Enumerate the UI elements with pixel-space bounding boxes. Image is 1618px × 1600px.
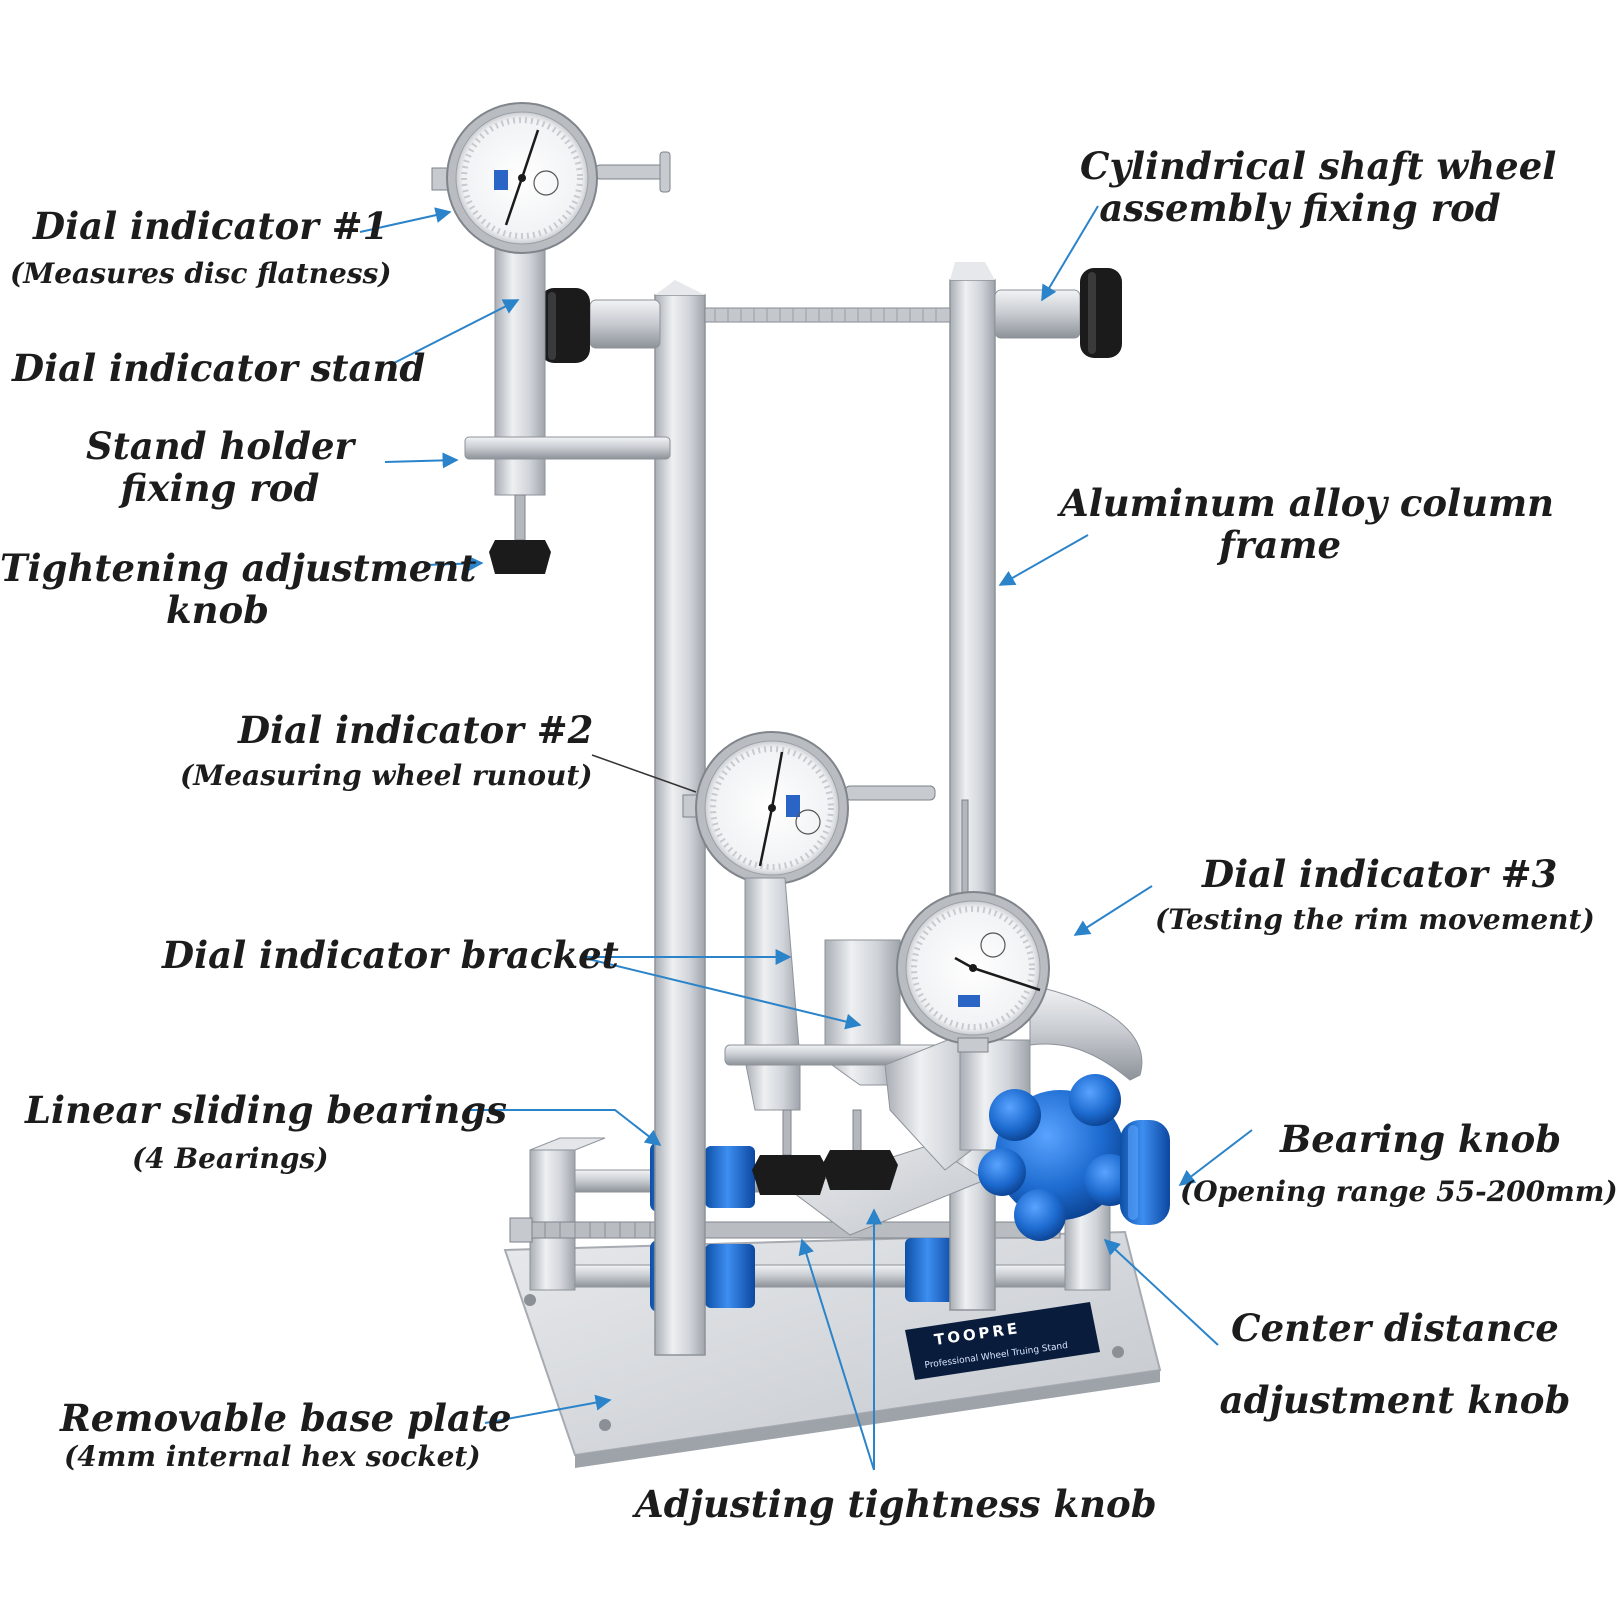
- linear-bearing: [705, 1244, 755, 1308]
- base-screw-hole: [1112, 1346, 1124, 1358]
- shaft-fixing-knob: [1080, 268, 1122, 358]
- shaft-fixing-sleeve: [994, 289, 1081, 339]
- label-center-knob-2: adjustment knob: [1219, 1378, 1571, 1422]
- label-shaft-rod-2: assembly fixing rod: [1099, 186, 1501, 230]
- label-linear-bearings-title: Linear sliding bearings: [25, 1088, 507, 1132]
- label-base-plate-title: Removable base plate: [60, 1396, 512, 1440]
- base-screw-hole: [524, 1294, 536, 1306]
- leader-bracket-b: [579, 956, 862, 1030]
- dial-indicator-3: [896, 891, 1050, 1053]
- label-dial2-title: Dial indicator #2: [238, 708, 594, 752]
- label-adjusting-knob: Adjusting tightness knob: [635, 1482, 1157, 1526]
- dial-indicator-bracket: [744, 877, 801, 1111]
- brand-plaque: TOOPRE Professional Wheel Truing Stand: [905, 1302, 1100, 1380]
- leader-base-plate: [484, 1394, 612, 1424]
- leader-linear-bearings: [465, 1109, 662, 1146]
- label-linear-bearings-sub: (4 Bearings): [132, 1142, 329, 1175]
- label-dial-stand: Dial indicator stand: [12, 346, 426, 390]
- leader-stand-holder: [384, 452, 459, 469]
- label-base-plate-sub: (4mm internal hex socket): [64, 1440, 481, 1473]
- stand-clamp-sleeve: [589, 299, 661, 349]
- tightening-adjustment-knob: [489, 540, 551, 574]
- adjusting-tightness-knob: [822, 1150, 898, 1190]
- leader-column-frame: [998, 534, 1089, 586]
- label-dial1-title: Dial indicator #1: [33, 204, 389, 248]
- label-dial2-sub: (Measuring wheel runout): [180, 759, 593, 792]
- label-stand-holder-1: Stand holder: [86, 424, 354, 468]
- label-bearing-knob-title: Bearing knob: [1280, 1117, 1562, 1161]
- base-screw-hole: [599, 1419, 611, 1431]
- linear-bearing: [905, 1238, 955, 1302]
- label-tightening-1: Tightening adjustment: [0, 546, 477, 590]
- leader-dial3: [1073, 885, 1153, 936]
- label-stand-holder-2: fixing rod: [120, 466, 320, 510]
- label-column-1: Aluminum alloy column: [1060, 481, 1555, 525]
- label-dial-bracket: Dial indicator bracket: [162, 933, 619, 977]
- label-bearing-knob-sub: (Opening range 55-200mm): [1180, 1175, 1618, 1208]
- leader-dial1: [359, 207, 452, 233]
- top-threaded-rod: [704, 307, 951, 323]
- label-column-2: frame: [1218, 523, 1342, 567]
- leader-dial-stand: [391, 299, 520, 365]
- stand-clamp-knob: [540, 288, 590, 363]
- rim-contact-arm: [1029, 984, 1143, 1081]
- label-dial3-sub: (Testing the rim movement): [1155, 903, 1595, 936]
- linear-bearing: [705, 1146, 755, 1208]
- leader-bearing-knob: [1178, 1129, 1253, 1186]
- label-dial3-title: Dial indicator #3: [1202, 852, 1558, 896]
- leader-adjusting-knob-a: [798, 1238, 875, 1471]
- callout-leaders: [359, 205, 1253, 1471]
- center-distance-adjustment-knob: [1120, 1120, 1170, 1225]
- dial-indicator-2: [682, 731, 936, 885]
- label-dial1-sub: (Measures disc flatness): [10, 257, 392, 290]
- leader-shaft-rod: [1041, 205, 1099, 302]
- label-center-knob-1: Center distance: [1231, 1306, 1559, 1350]
- dial-indicator-1: [431, 102, 671, 254]
- bearing-knob: [978, 1074, 1136, 1241]
- adjusting-tightness-knob: [752, 1155, 828, 1195]
- leader-center-knob: [1103, 1238, 1219, 1346]
- stand-holder-fixing-rod: [464, 436, 671, 460]
- leader-tightening-knob: [424, 555, 484, 572]
- leader-dial2: [591, 754, 697, 793]
- label-shaft-rod-1: Cylindrical shaft wheel: [1080, 144, 1557, 188]
- label-tightening-2: knob: [165, 588, 270, 632]
